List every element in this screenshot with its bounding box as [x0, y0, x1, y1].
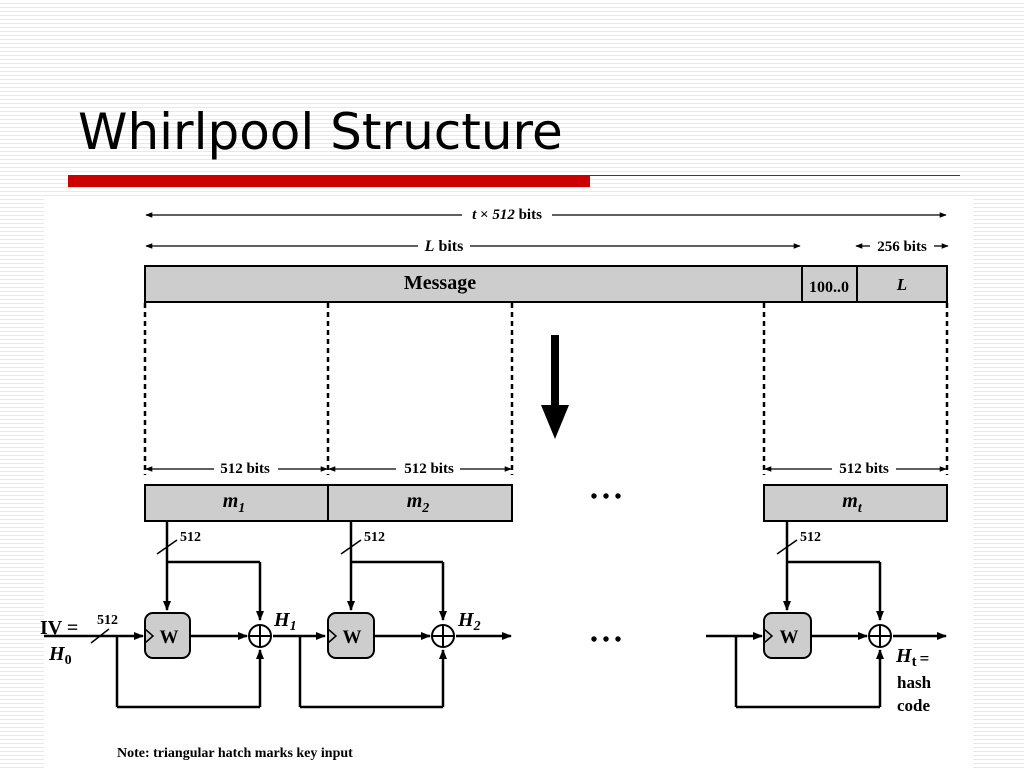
xor-icon: [868, 624, 892, 648]
total-length-unit: bits: [519, 207, 543, 223]
pad-length-label: 256 bits: [877, 239, 927, 255]
key-input-label-t: 512: [800, 530, 821, 545]
block-mt: [763, 484, 948, 522]
block-size-label-2: 512 bits: [404, 461, 454, 477]
svg-text:t × 512 bits: t × 512 bits: [472, 207, 542, 223]
block-dividers: [143, 303, 949, 475]
stage-t: [706, 522, 947, 709]
total-length-var: t: [472, 207, 477, 223]
chain-ellipsis: • • •: [590, 629, 621, 651]
diagram-panel: t × 512 bits L bits 256 bits Message 100…: [44, 199, 973, 768]
block-m2: [327, 484, 513, 522]
block-mt-label: mt: [842, 490, 863, 516]
message-label: Message: [404, 272, 476, 294]
xor-icon: [248, 624, 272, 648]
iv-width-label: 512: [97, 613, 118, 628]
diagram-note: Note: triangular hatch marks key input: [117, 746, 353, 761]
message-length-unit: bits: [438, 238, 463, 255]
hash-code-label-line3: code: [897, 696, 931, 715]
w-function-label-1: W: [160, 627, 179, 648]
total-length-num: 512: [492, 207, 515, 223]
iv-label: IV = H0: [40, 617, 78, 668]
key-input-label-2: 512: [364, 530, 385, 545]
iv-label-line1: IV =: [40, 617, 78, 639]
title-accent-line: [590, 175, 960, 176]
length-field-dimension: 256 bits: [855, 239, 949, 255]
message-length-dimension: L bits: [145, 238, 801, 255]
total-length-times: ×: [480, 207, 489, 223]
key-input-label-1: 512: [180, 530, 201, 545]
message-length-var: L: [424, 238, 435, 255]
w-function-box-t: [763, 612, 812, 659]
block-m2-label: m2: [407, 490, 430, 516]
iv-label-line2: H0: [48, 643, 72, 668]
hash-ht-label: Ht=: [895, 645, 929, 670]
svg-text:L bits: L bits: [424, 238, 464, 255]
block-size-label-t: 512 bits: [839, 461, 889, 477]
block-size-label-1: 512 bits: [220, 461, 270, 477]
stage-2: [298, 522, 512, 709]
hatch-mark-1: [156, 539, 178, 555]
block-m1: [144, 484, 329, 522]
stage-1: [44, 522, 326, 709]
block-m1-label: m1: [223, 490, 246, 516]
hatch-mark-t: [776, 539, 798, 555]
hash-h1-label: H1: [273, 609, 297, 634]
split-arrow-icon: [541, 335, 569, 439]
total-length-dimension: t × 512 bits: [145, 207, 947, 223]
message-block: [144, 265, 803, 303]
hatch-mark-2: [340, 539, 362, 555]
length-field-block: [856, 265, 948, 303]
whirlpool-diagram: t × 512 bits L bits 256 bits Message 100…: [44, 207, 949, 715]
w-function-box-1: [144, 612, 191, 659]
w-function-label-t: W: [780, 627, 799, 648]
padding-label: 100..0: [809, 279, 849, 296]
blocks-ellipsis: • • •: [590, 486, 621, 508]
hatch-mark-iv: [90, 628, 110, 644]
title-accent-bar: [68, 175, 590, 187]
hash-code-label-line2: hash: [897, 673, 932, 692]
xor-icon: [431, 624, 455, 648]
w-function-label-2: W: [343, 627, 362, 648]
hash-h2-label: H2: [457, 609, 481, 634]
slide-title: Whirlpool Structure: [78, 103, 563, 161]
length-field-label: L: [896, 275, 907, 294]
block-size-dimensions: 512 bits 512 bits 512 bits: [145, 461, 947, 477]
w-function-box-2: [327, 612, 375, 659]
